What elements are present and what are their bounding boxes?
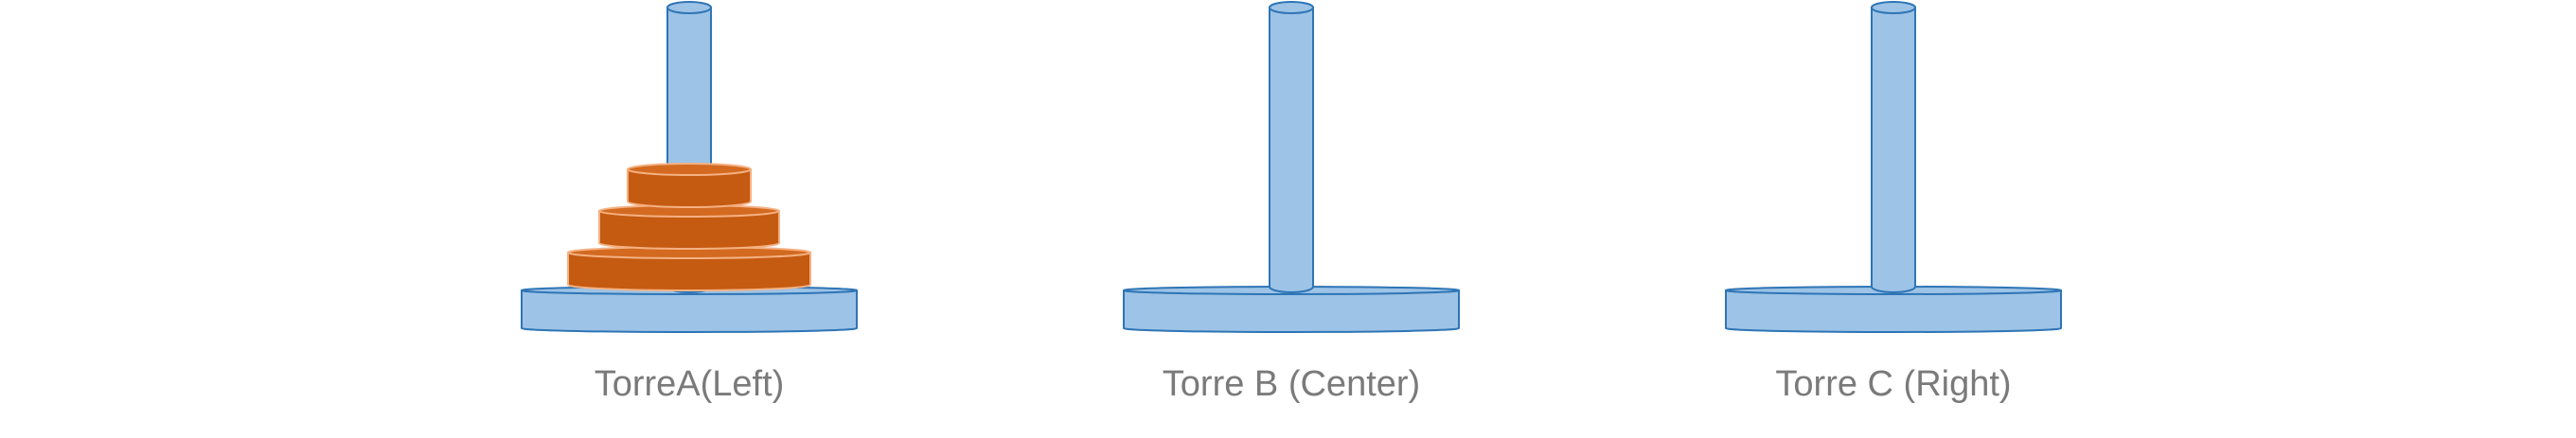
tower-a-disk-3-body — [627, 168, 752, 208]
tower-b — [1123, 1, 1460, 333]
tower-c-base — [1725, 286, 2062, 333]
tower-b-pole-top — [1269, 1, 1314, 14]
tower-a-disk-3 — [627, 163, 752, 208]
tower-a-base-body — [521, 289, 858, 333]
tower-a-disk-3-top — [627, 163, 752, 176]
tower-c-pole — [1871, 1, 1916, 293]
tower-a — [521, 1, 858, 333]
tower-a-disk-1 — [567, 246, 811, 291]
tower-a-label: TorreA(Left) — [594, 364, 785, 404]
tower-a-base — [521, 286, 858, 333]
tower-a-disk-2 — [598, 204, 780, 250]
tower-a-disk-1-body — [567, 252, 811, 291]
tower-b-base-body — [1123, 289, 1460, 333]
tower-b-base — [1123, 286, 1460, 333]
tower-c-pole-body — [1871, 7, 1916, 293]
tower-c-base-body — [1725, 289, 2062, 333]
tower-c — [1725, 1, 2062, 333]
tower-c-label: Torre C (Right) — [1775, 364, 2012, 404]
tower-a-pole-top — [666, 1, 712, 14]
tower-a-disk-2-body — [598, 210, 780, 250]
tower-b-label: Torre B (Center) — [1162, 364, 1421, 404]
tower-c-pole-top — [1871, 1, 1916, 14]
tower-b-pole — [1269, 1, 1314, 293]
tower-b-pole-body — [1269, 7, 1314, 293]
